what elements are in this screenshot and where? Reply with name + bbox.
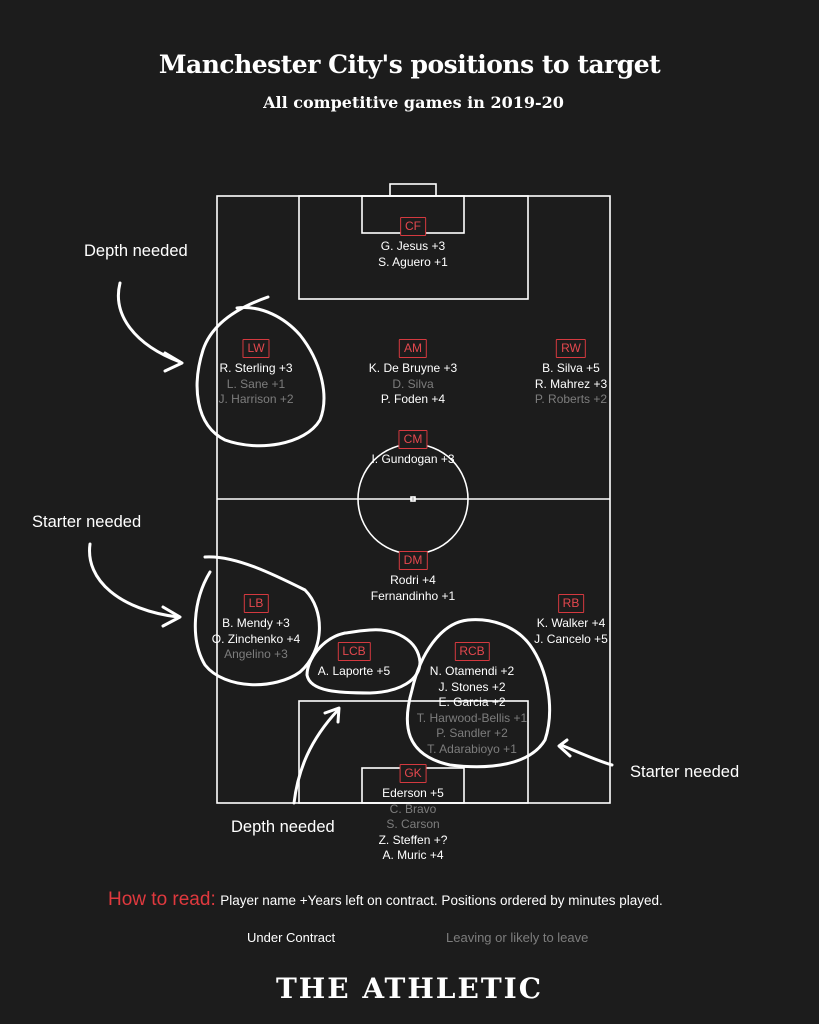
player-list: K. Walker +4 J. Cancelo +5 <box>534 616 608 647</box>
position-badge: AM <box>398 339 427 358</box>
position-rb: RB K. Walker +4 J. Cancelo +5 <box>534 594 608 647</box>
player-entry: S. Carson <box>386 817 440 831</box>
player-entry: R. Mahrez +3 <box>534 376 608 391</box>
player-entry: Rodri +4 <box>390 573 436 587</box>
lb-scribble-circle <box>193 555 321 687</box>
player-entry: C. Bravo <box>389 801 437 816</box>
arrow-starter-lb-head <box>161 605 182 628</box>
player-list: R. Sterling +3 L. Sane +1 J. Harrison +2 <box>218 361 293 408</box>
player-entry: Angelino +3 <box>224 647 288 661</box>
player-entry: Fernandinho +1 <box>370 588 456 603</box>
player-list: G. Jesus +3 S. Aguero +1 <box>378 239 448 270</box>
position-gk: GK Ederson +5 C. Bravo S. Carson Z. Stef… <box>379 764 448 864</box>
player-list: N. Otamendi +2 J. Stones +2 E. Garcia +2… <box>417 664 527 757</box>
position-badge: LW <box>242 339 270 358</box>
how-to-read-label: How to read: <box>108 889 216 910</box>
player-entry: B. Silva +5 <box>542 361 600 375</box>
position-badge: RB <box>557 594 585 613</box>
position-badge: LCB <box>337 642 371 661</box>
arrow-depth-lw <box>117 281 182 364</box>
player-list: Ederson +5 C. Bravo S. Carson Z. Steffen… <box>379 786 448 864</box>
position-badge: RCB <box>454 642 490 661</box>
brand-logo: THE ATHLETIC <box>275 972 544 1005</box>
arrow-starter-lb <box>88 542 180 619</box>
position-badge: DM <box>398 551 428 570</box>
page-subtitle: All competitive games in 2019-20 <box>263 93 564 112</box>
player-entry: L. Sane +1 <box>226 376 286 391</box>
arrow-depth-lcb <box>292 708 340 805</box>
player-entry: O. Zinchenko +4 <box>211 631 301 646</box>
player-entry: T. Adarabioyo +1 <box>427 741 517 756</box>
position-dm: DM Rodri +4 Fernandinho +1 <box>371 551 455 604</box>
position-badge: CF <box>399 217 426 236</box>
lcb-scribble-circle <box>305 628 422 695</box>
player-entry: G. Jesus +3 <box>380 239 446 253</box>
player-entry: D. Silva <box>392 376 434 391</box>
position-badge: GK <box>399 764 427 783</box>
position-am: AM K. De Bruyne +3 D. Silva P. Foden +4 <box>369 339 457 408</box>
player-entry: B. Mendy +3 <box>222 616 290 630</box>
player-entry: R. Sterling +3 <box>219 361 293 375</box>
arrow-depth-lcb-head <box>323 706 341 724</box>
player-list: A. Laporte +5 <box>318 664 390 680</box>
how-to-read-text: Player name +Years left on contract. Pos… <box>220 893 663 908</box>
annotation-depth-lcb: Depth needed <box>231 818 335 836</box>
position-rcb: RCB N. Otamendi +2 J. Stones +2 E. Garci… <box>417 642 527 757</box>
annotation-depth-lw: Depth needed <box>84 242 188 260</box>
arrow-starter-rcb <box>559 743 614 767</box>
player-entry: P. Sandler +2 <box>436 726 508 740</box>
page-title: Manchester City's positions to target <box>158 50 661 79</box>
legend-under-contract: Under Contract <box>247 930 336 945</box>
arrow-depth-lw-head <box>163 351 184 373</box>
position-lb: LB B. Mendy +3 O. Zinchenko +4 Angelino … <box>212 594 300 663</box>
player-list: B. Silva +5 R. Mahrez +3 P. Roberts +2 <box>535 361 607 408</box>
player-entry: P. Foden +4 <box>380 392 446 406</box>
position-cm: CM I. Gundogan +3 <box>371 430 455 468</box>
player-entry: P. Roberts +2 <box>534 392 608 406</box>
position-lw: LW R. Sterling +3 L. Sane +1 J. Harrison… <box>218 339 294 408</box>
player-entry: E. Garcia +2 <box>438 695 506 709</box>
centre-spot <box>410 496 416 502</box>
player-entry: Z. Steffen +? <box>378 832 448 847</box>
position-badge: CM <box>398 430 428 449</box>
arrow-starter-rcb-head <box>557 738 572 758</box>
position-cf: CF G. Jesus +3 S. Aguero +1 <box>378 217 448 270</box>
player-entry: K. De Bruyne +3 <box>368 361 458 375</box>
position-rw: RW B. Silva +5 R. Mahrez +3 P. Roberts +… <box>535 339 607 408</box>
top-goal <box>389 183 437 197</box>
annotation-starter-rcb: Starter needed <box>630 763 740 781</box>
position-lcb: LCB A. Laporte +5 <box>318 642 390 680</box>
player-list: K. De Bruyne +3 D. Silva P. Foden +4 <box>369 361 457 408</box>
how-to-read: How to read: Player name +Years left on … <box>108 889 663 911</box>
position-badge: LB <box>243 594 269 613</box>
player-entry: A. Laporte +5 <box>317 664 391 678</box>
player-list: Rodri +4 Fernandinho +1 <box>371 573 455 604</box>
lw-scribble-circle <box>195 295 326 448</box>
player-entry: Ederson +5 <box>382 786 444 800</box>
player-list: B. Mendy +3 O. Zinchenko +4 Angelino +3 <box>212 616 300 663</box>
player-entry: T. Harwood-Bellis +1 <box>416 710 528 725</box>
player-entry: J. Harrison +2 <box>218 392 294 406</box>
player-entry: J. Cancelo +5 <box>534 631 608 646</box>
player-entry: K. Walker +4 <box>536 616 606 630</box>
position-badge: RW <box>556 339 586 358</box>
player-list: I. Gundogan +3 <box>371 452 454 468</box>
player-entry: I. Gundogan +3 <box>371 452 455 466</box>
rcb-scribble-circle <box>405 618 552 769</box>
player-entry: J. Stones +2 <box>438 679 506 694</box>
annotation-starter-lb: Starter needed <box>32 513 142 531</box>
legend-leaving: Leaving or likely to leave <box>446 930 589 945</box>
player-entry: A. Muric +4 <box>382 848 444 862</box>
player-entry: N. Otamendi +2 <box>429 664 515 678</box>
player-entry: S. Aguero +1 <box>378 254 448 269</box>
